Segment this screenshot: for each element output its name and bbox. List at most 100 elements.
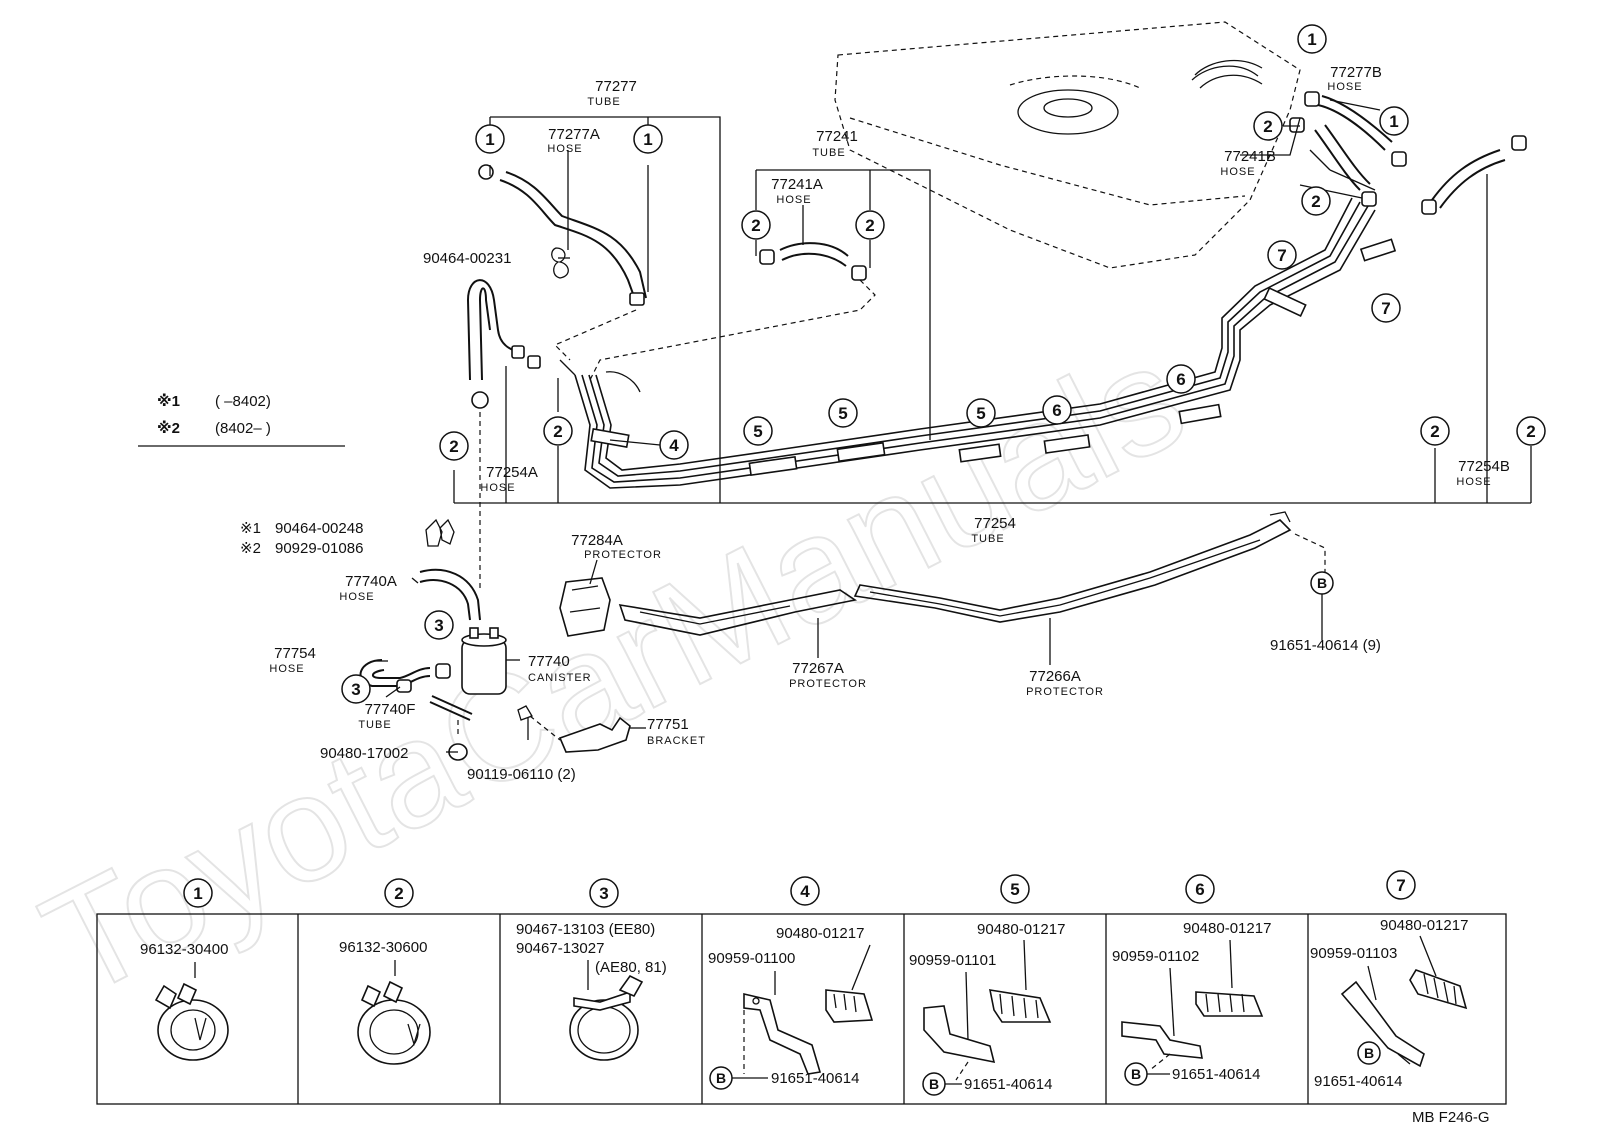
callout-6: 6 [1042, 395, 1072, 425]
label-77254a: 77254A [486, 464, 538, 481]
protector-77267a [618, 589, 858, 636]
label-77277a: 77277A [548, 126, 600, 143]
detail-cell-6: 90480-01217 90959-01102 B 91651-40614 [1112, 920, 1271, 1086]
detail-cell-2: 96132-30600 [339, 939, 431, 1065]
svg-text:7: 7 [1277, 246, 1286, 265]
callout-2: 2 [543, 416, 573, 446]
svg-text:4: 4 [800, 882, 810, 901]
part-6-91651-40614: 91651-40614 [1172, 1066, 1260, 1083]
svg-text:7: 7 [1396, 876, 1405, 895]
part-4-91651-40614: 91651-40614 [771, 1070, 859, 1087]
detail-header-2: 2 [384, 878, 414, 908]
footnote-1-range: ( –8402) [215, 393, 271, 410]
label-77740a-type: HOSE [339, 591, 374, 603]
callout-7: 7 [1267, 240, 1297, 270]
label-77740f: 77740F [365, 701, 416, 718]
callout-3: 3 [341, 674, 371, 704]
label-alt2-mark: ※2 [240, 540, 261, 557]
label-90119-06110: 90119-06110 (2) [467, 766, 576, 783]
hose-77254a [466, 279, 541, 409]
callout-5: 5 [966, 398, 996, 428]
svg-text:2: 2 [1311, 192, 1320, 211]
hose-77254b [1421, 135, 1527, 215]
svg-text:B: B [929, 1076, 939, 1092]
svg-text:6: 6 [1052, 401, 1061, 420]
detail-header-6: 6 [1185, 874, 1215, 904]
fuel-tank-outline [834, 21, 1301, 269]
label-77241b-type: HOSE [1220, 166, 1255, 178]
svg-text:B: B [1364, 1045, 1374, 1061]
label-77254b-type: HOSE [1456, 476, 1491, 488]
svg-text:1: 1 [193, 884, 202, 903]
label-77740-type: CANISTER [528, 672, 592, 684]
part-6-90480-01217: 90480-01217 [1183, 920, 1271, 937]
svg-text:3: 3 [599, 884, 608, 903]
callout-1: 1 [475, 124, 505, 154]
label-77740a: 77740A [345, 573, 397, 590]
drawing-code: MB F246-G [1412, 1109, 1490, 1126]
diagram-callouts: 1 1 2 2 1 2 1 2 7 7 6 6 5 5 5 4 2 2 2 2 … [341, 24, 1546, 704]
svg-text:2: 2 [865, 216, 874, 235]
protector-77266a [853, 511, 1292, 623]
detail-header-7: 7 [1386, 870, 1416, 900]
label-77267a: 77267A [792, 660, 844, 677]
label-91651-40614-9: 91651-40614 (9) [1270, 637, 1381, 654]
part-96132-30400: 96132-30400 [140, 941, 228, 958]
svg-text:2: 2 [1263, 117, 1272, 136]
part-90467-13103: 90467-13103 (EE80) [516, 921, 655, 938]
part-5-90480-01217: 90480-01217 [977, 921, 1065, 938]
label-77241-type: TUBE [812, 147, 845, 159]
callout-7: 7 [1371, 293, 1401, 323]
part-7-90480-01217: 90480-01217 [1380, 917, 1468, 934]
label-77266a-type: PROTECTOR [1026, 686, 1104, 698]
detail-table-headers: 1 2 3 4 5 6 7 [183, 870, 1416, 908]
svg-text:7: 7 [1381, 299, 1390, 318]
label-90929-01086: 90929-01086 [275, 540, 363, 557]
svg-text:2: 2 [1526, 422, 1535, 441]
footnote-1-mark: ※1 [157, 392, 180, 410]
svg-text:5: 5 [976, 404, 985, 423]
hose-77277b [1304, 91, 1407, 167]
part-5-90959-01101: 90959-01101 [909, 952, 996, 969]
callout-b: B [1310, 571, 1334, 595]
svg-text:3: 3 [434, 616, 443, 635]
svg-text:1: 1 [1307, 30, 1316, 49]
svg-text:B: B [1317, 575, 1327, 591]
detail-cell-4: 90480-01217 90959-01100 B 91651-40614 [708, 925, 874, 1090]
hose-77241b [1289, 117, 1377, 207]
svg-text:2: 2 [449, 437, 458, 456]
label-90464-00248: 90464-00248 [275, 520, 363, 537]
svg-text:2: 2 [553, 422, 562, 441]
label-77254a-type: HOSE [480, 482, 515, 494]
label-77254: 77254 [974, 515, 1016, 532]
part-ae80-81: (AE80, 81) [595, 959, 667, 976]
svg-text:2: 2 [1430, 422, 1439, 441]
callout-1: 1 [633, 124, 663, 154]
svg-text:1: 1 [1389, 112, 1398, 131]
callout-1: 1 [1297, 24, 1327, 54]
callout-2: 2 [1516, 416, 1546, 446]
svg-text:3: 3 [351, 680, 360, 699]
callout-6: 6 [1166, 364, 1196, 394]
svg-text:6: 6 [1195, 880, 1204, 899]
label-77751-type: BRACKET [647, 735, 706, 747]
detail-header-4: 4 [790, 876, 820, 906]
label-77751: 77751 [647, 716, 689, 733]
svg-text:B: B [1131, 1066, 1141, 1082]
detail-b-4: B [709, 1066, 733, 1090]
svg-text:B: B [716, 1070, 726, 1086]
label-77254-type: TUBE [971, 533, 1004, 545]
label-77277b-type: HOSE [1327, 81, 1362, 93]
label-77277b: 77277B [1330, 64, 1382, 81]
label-77241b: 77241B [1224, 148, 1276, 165]
dashed-link-b [1294, 533, 1326, 572]
label-77266a: 77266A [1029, 668, 1081, 685]
detail-b-7: B [1357, 1041, 1381, 1065]
callout-3: 3 [424, 610, 454, 640]
label-77754-type: HOSE [269, 663, 304, 675]
part-labels: 77277 TUBE 77277A HOSE 90464-00231 77241… [240, 64, 1510, 783]
clip-90464-00231 [551, 247, 569, 279]
callout-5: 5 [743, 416, 773, 446]
part-7-91651-40614: 91651-40614 [1314, 1073, 1402, 1090]
